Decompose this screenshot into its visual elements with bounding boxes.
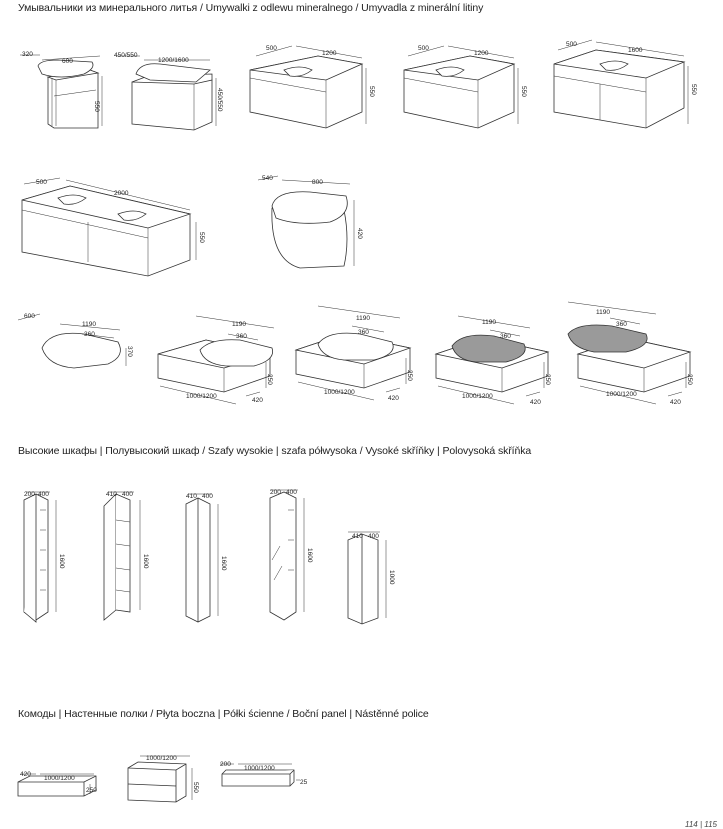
basin-on-shelf-b: 1190 360 1000/1200 420 250 [294, 305, 413, 402]
chest-of-drawers: 1000/1200 550 [127, 755, 199, 803]
dim-label: 420 [388, 395, 399, 402]
dim-label: 420 [356, 228, 363, 239]
dim-label: 1600 [58, 554, 65, 569]
dim-label: 1190 [482, 319, 496, 326]
dim-label: 360 [358, 329, 369, 336]
dim-label: 450/550 [114, 52, 138, 59]
tall-cabinet-mirror: 200 400 1600 [269, 489, 313, 621]
page-number: 114 | 115 [684, 820, 717, 829]
basin-on-shelf-grey-b: 1190 360 1000/1200 420 250 [567, 301, 693, 406]
dim-label: 600 [24, 313, 35, 320]
dim-label: 200 [270, 489, 281, 496]
dim-label: 1600 [220, 556, 227, 571]
tall-cabinet-open-door: 200 400 1600 [23, 491, 65, 623]
basin-on-shelf-grey-a: 1190 360 1000/1200 420 250 [434, 315, 551, 406]
dim-label: 1600 [306, 548, 313, 563]
dim-label: 1000/1200 [606, 391, 637, 398]
basin-pedestal-round: 540 800 420 [257, 175, 363, 269]
dim-label: 25 [300, 779, 308, 786]
dim-label: 410 [352, 533, 363, 540]
dim-label: 550 [198, 232, 205, 243]
dim-label: 200 [24, 491, 35, 498]
dim-label: 550 [368, 86, 375, 97]
section-heading-basins: Умывальники из минерального литья / Umyw… [18, 2, 484, 14]
half-height-cabinet: 410 400 1000 [347, 531, 395, 625]
dim-label: 410 [186, 493, 197, 500]
dim-label: 550 [192, 782, 199, 793]
basin-cabinet-2000: 500 2000 550 [21, 177, 205, 277]
dim-label: 1190 [596, 309, 610, 316]
dim-label: 550 [93, 101, 100, 112]
basin-with-cabinet: 450/550 1200/1600 450/550 [114, 52, 223, 131]
dim-label: 1000/1200 [146, 755, 177, 762]
dim-label: 1190 [232, 321, 246, 328]
dim-label: 200 [220, 761, 231, 768]
dim-label: 420 [530, 399, 541, 406]
tall-cabinet-shelves-open: 410 400 1600 [103, 491, 149, 621]
dim-label: 400 [286, 489, 297, 496]
dim-label: 400 [202, 493, 213, 500]
basin-wall-mounted: 600 1190 360 370 [17, 313, 133, 369]
dim-label: 1000/1200 [44, 775, 75, 782]
dim-label: 250 [686, 374, 693, 385]
dim-label: 1000/1200 [244, 765, 275, 772]
dim-label: 800 [312, 179, 323, 186]
section-heading-tall-cabinets: Высокие шкафы | Полувысокий шкаф / Szafy… [18, 445, 532, 457]
dim-label: 1600 [628, 47, 643, 54]
basin-cabinet-small: 320 600 550 [20, 51, 103, 129]
dim-label: 250 [406, 370, 413, 381]
dim-label: 1000/1200 [324, 389, 355, 396]
dim-label: 370 [126, 346, 133, 357]
dim-label: 360 [236, 333, 247, 340]
basin-cabinet-1200-b: 500 1200 550 [403, 45, 527, 129]
basin-on-shelf-a: 1190 360 1000/1200 420 250 [157, 315, 275, 405]
basin-cabinet-1600: 500 1600 550 [553, 39, 697, 129]
dim-label: 450/550 [216, 88, 223, 112]
dim-label: 360 [616, 321, 627, 328]
dim-label: 320 [22, 51, 33, 58]
basin-cabinet-1200-a: 500 1200 550 [249, 45, 375, 129]
dim-label: 1200/1600 [158, 57, 189, 64]
dim-label: 420 [252, 397, 263, 404]
dim-label: 1600 [142, 554, 149, 569]
dim-label: 500 [418, 45, 429, 52]
dim-label: 420 [670, 399, 681, 406]
dim-label: 420 [20, 771, 31, 778]
dim-label: 540 [262, 175, 273, 182]
dim-label: 1000 [388, 570, 395, 585]
dim-label: 600 [62, 58, 73, 65]
dim-label: 500 [566, 41, 577, 48]
section-heading-low-units: Комоды | Настенные полки / Płyta boczna … [18, 708, 429, 720]
dim-label: 2000 [114, 190, 129, 197]
dim-label: 360 [500, 333, 511, 340]
dim-label: 1190 [82, 321, 96, 328]
dim-label: 410 [106, 491, 117, 498]
dim-label: 500 [36, 179, 47, 186]
dim-label: 500 [266, 45, 277, 52]
tall-cabinet-closed: 410 400 1600 [185, 493, 227, 623]
dim-label: 250 [544, 374, 551, 385]
dim-label: 400 [368, 533, 379, 540]
dim-label: 250 [86, 787, 97, 794]
dim-label: 400 [122, 491, 133, 498]
dim-label: 1000/1200 [186, 393, 217, 400]
dim-label: 550 [690, 84, 697, 95]
dim-label: 250 [266, 374, 273, 385]
dim-label: 400 [38, 491, 49, 498]
dim-label: 1200 [322, 50, 337, 57]
dim-label: 1190 [356, 315, 370, 322]
dim-label: 550 [520, 86, 527, 97]
wall-shelf: 200 1000/1200 25 [220, 761, 308, 787]
low-sideboard: 420 1000/1200 250 [17, 771, 97, 797]
dim-label: 1000/1200 [462, 393, 493, 400]
dim-label: 1200 [474, 50, 489, 57]
dim-label: 360 [84, 331, 95, 338]
